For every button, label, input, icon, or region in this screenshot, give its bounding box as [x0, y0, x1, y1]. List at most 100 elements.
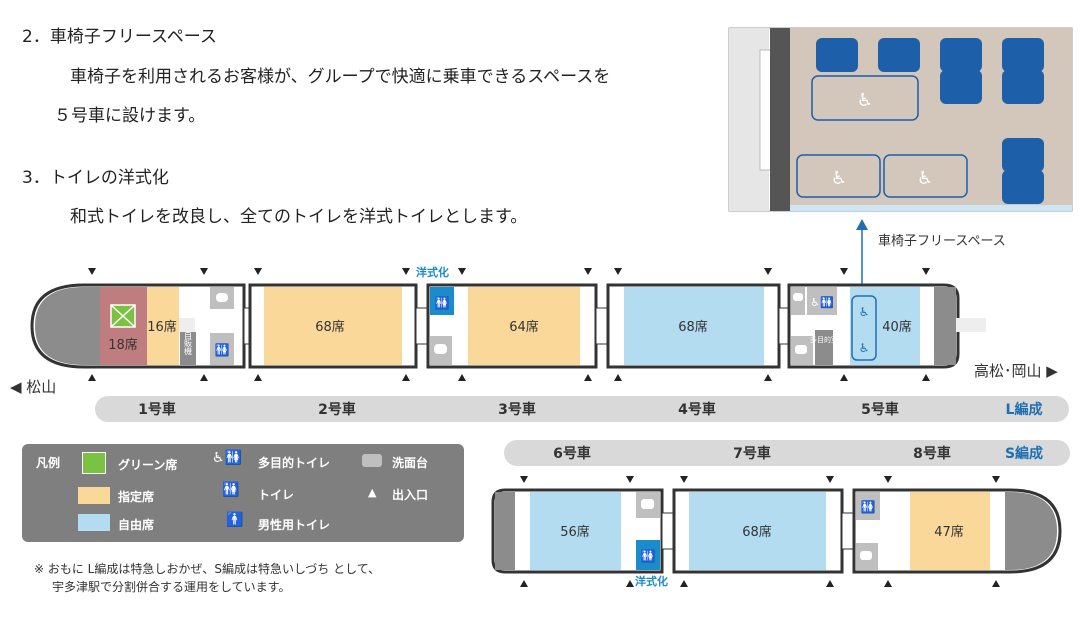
entrance-marker — [764, 268, 772, 275]
entrance-marker — [626, 580, 634, 587]
entrance-marker — [254, 268, 262, 275]
car4-label: 4号車 — [678, 401, 716, 418]
car5-seats: 40席 — [882, 319, 912, 335]
section2-line2: ５号車に設けます。 — [54, 106, 206, 126]
car6-label: 6号車 — [553, 445, 591, 462]
entrance-icon: ▲ — [368, 486, 377, 499]
entrance-marker — [458, 268, 466, 275]
entrance-marker — [840, 268, 848, 275]
wheelchair-icon: ♿ — [917, 168, 933, 189]
washbasin-icon — [216, 293, 228, 302]
car7-seating — [689, 492, 826, 570]
inset-seats — [816, 38, 1044, 204]
toilet-icon: 🚻 — [435, 296, 450, 310]
western-toilet-label: 洋式化 — [635, 574, 668, 588]
entrance-marker — [614, 374, 622, 381]
legend-washbasin: 洗面台 — [392, 456, 429, 470]
legend-green: グリーン席 — [118, 458, 178, 472]
free-swatch — [78, 514, 110, 531]
section2-line1: 車椅子を利用されるお客様が、グループで快適に乗車できるスペースを — [70, 67, 611, 87]
direction-left: ◀ 松山 — [10, 378, 56, 396]
entrance-marker — [680, 476, 688, 483]
l-formation-label: L編成 — [1006, 401, 1043, 418]
section3-heading: 3．トイレの洋式化 — [22, 168, 169, 188]
entrance-marker — [826, 580, 834, 587]
legend-men-toilet: 男性用トイレ — [258, 518, 331, 532]
section3-line1: 和式トイレを改良し、全てのトイレを洋式トイレとします。 — [70, 207, 528, 227]
seat-icon — [878, 38, 920, 72]
car3-seats: 64席 — [509, 319, 539, 335]
car8-seats: 47席 — [934, 524, 964, 540]
entrance-marker — [826, 476, 834, 483]
washbasin-icon — [641, 499, 654, 509]
car6-seating — [530, 492, 621, 570]
entrance-marker — [520, 580, 528, 587]
entrance-markers-s — [520, 476, 1000, 587]
entrance-marker — [402, 374, 410, 381]
seat-icon — [1002, 138, 1044, 172]
car1-reserved-area — [147, 287, 179, 365]
car1-green-seats: 16席 — [147, 319, 177, 335]
entrance-marker — [614, 268, 622, 275]
toilet-icon: 🚻 — [861, 500, 876, 514]
wheelchair-icon: ♿ — [859, 305, 870, 319]
washbasin-icon — [860, 551, 872, 560]
vending-machine: 自販機 — [184, 330, 193, 356]
legend-title: 凡例 — [36, 456, 61, 470]
entrance-marker — [992, 580, 1000, 587]
entrance-marker — [402, 268, 410, 275]
wheelchair-icon: ♿ — [831, 168, 847, 189]
entrance-marker — [88, 268, 96, 275]
legend-entrance: 出入口 — [392, 488, 429, 502]
wheelchair-space — [851, 295, 877, 361]
green-seat-icon — [82, 452, 106, 474]
men-toilet-icon: 🚹 — [226, 512, 244, 528]
car7-seats: 68席 — [742, 524, 772, 540]
washbasin-icon — [434, 344, 447, 354]
callout-label: 車椅子フリースペース — [878, 234, 1006, 249]
multipurpose-toilet-icon: ♿🚻 — [810, 296, 834, 309]
seat-icon — [1002, 70, 1044, 104]
entrance-marker — [840, 374, 848, 381]
l-formation-bar — [95, 396, 1069, 422]
entrance-marker — [992, 476, 1000, 483]
s-formation-label: S編成 — [1005, 445, 1043, 462]
l-formation-train: 16席 18席 自販機 🚻 68席 🚻 64席 洋式化 68席 — [30, 265, 986, 369]
toilet-icon: 🚻 — [215, 343, 230, 357]
car5-interior-inset: ♿ ♿ ♿ — [728, 27, 1073, 212]
entrance-marker — [764, 374, 772, 381]
car2-seating — [264, 287, 402, 365]
car8-seating — [910, 492, 990, 570]
s-formation-train: 56席 🚻 68席 🚻 47席 洋式化 — [491, 488, 1062, 588]
car3-seating — [468, 287, 580, 365]
entrance-marker — [626, 476, 634, 483]
western-toilet-label: 洋式化 — [416, 265, 449, 279]
entrance-marker — [200, 374, 208, 381]
car5-label: 5号車 — [861, 401, 899, 418]
entrance-marker — [88, 374, 96, 381]
entrance-marker — [922, 374, 930, 381]
car7-label: 7号車 — [733, 445, 771, 462]
legend-free: 自由席 — [118, 518, 155, 532]
entrance-marker — [584, 374, 592, 381]
inset-wheelchair-spaces: ♿ ♿ ♿ — [796, 75, 968, 198]
car3-label: 3号車 — [498, 401, 536, 418]
s-formation-bar — [504, 440, 1070, 466]
car8-nose — [1005, 492, 1057, 570]
western-toilet-car3 — [430, 287, 454, 315]
car1-label: 1号車 — [138, 401, 176, 418]
legend-reserved: 指定席 — [118, 490, 155, 504]
western-toilet-car6 — [636, 540, 660, 570]
washbasin-icon — [362, 454, 382, 467]
multipurpose-room: 多目的室 — [810, 335, 838, 344]
entrance-marker — [680, 580, 688, 587]
entrance-marker — [520, 476, 528, 483]
entrance-marker — [458, 374, 466, 381]
toilet-icon: 🚻 — [222, 482, 240, 498]
entrance-marker — [200, 268, 208, 275]
car1-nose — [35, 287, 100, 365]
entrance-marker — [884, 476, 892, 483]
legend: 凡例 グリーン席 指定席 自由席 ♿🚻 多目的トイレ 🚻 トイレ 🚹 男性用トイ… — [22, 444, 464, 542]
entrance-marker — [254, 374, 262, 381]
seat-icon — [1002, 170, 1044, 204]
